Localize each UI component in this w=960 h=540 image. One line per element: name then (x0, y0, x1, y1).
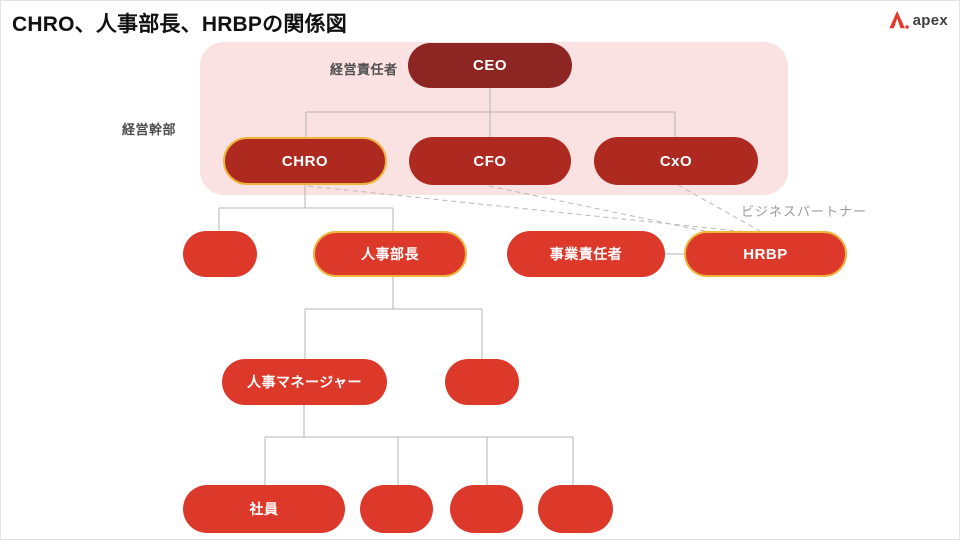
node-hrbp: HRBP (684, 231, 847, 277)
node-business-owner: 事業責任者 (507, 231, 665, 277)
node-placeholder-5 (538, 485, 613, 533)
node-placeholder-3 (360, 485, 433, 533)
node-placeholder-4 (450, 485, 523, 533)
solid-connectors (218, 88, 684, 485)
node-chro: CHRO (223, 137, 387, 185)
node-ceo: CEO (408, 43, 572, 88)
brand-name: apex (912, 11, 948, 29)
node-cfo: CFO (409, 137, 571, 185)
node-placeholder-2 (445, 359, 519, 405)
brand-logo: apex (888, 9, 948, 31)
label-business-partner: ビジネスパートナー (741, 204, 868, 219)
page-title: CHRO、人事部長、HRBPの関係図 (12, 13, 347, 36)
dashed-partner-connectors (307, 184, 761, 236)
node-hr-director: 人事部長 (313, 231, 467, 277)
label-executive-group: 経営幹部 (122, 122, 177, 137)
node-employee: 社員 (183, 485, 345, 533)
label-ceo-role: 経営責任者 (330, 62, 398, 77)
apex-triangle-a-icon (888, 10, 909, 29)
node-placeholder-1 (183, 231, 257, 277)
node-cxo: CxO (594, 137, 758, 185)
node-hr-manager: 人事マネージャー (222, 359, 387, 405)
